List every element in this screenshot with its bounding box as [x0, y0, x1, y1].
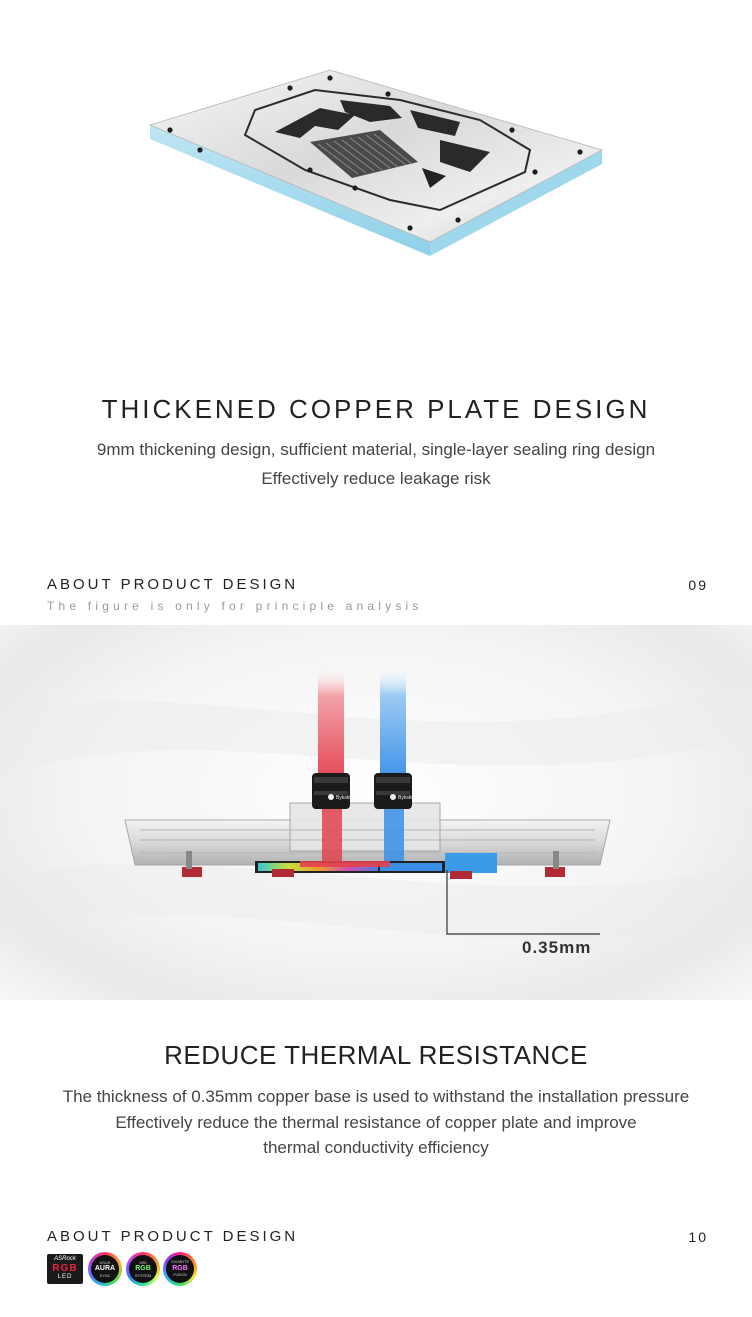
page-number: 09: [688, 577, 708, 593]
about-product-design-heading-2: ABOUT PRODUCT DESIGN: [47, 1228, 299, 1245]
page-number-2: 10: [688, 1229, 708, 1245]
fitting-brand-label-left: Bykski: [336, 795, 350, 801]
asrock-rgb-led-badge: ASRock RGB LED: [47, 1254, 83, 1284]
figure-caption: The figure is only for principle analysi…: [47, 599, 423, 613]
asus-aura-sync-badge: ASUS AURA SYNC: [88, 1252, 122, 1286]
section2-line-1: The thickness of 0.35mm copper base is u…: [62, 1087, 690, 1106]
section-title-thermal-resistance: REDUCE THERMAL RESISTANCE: [164, 1040, 588, 1070]
measurement-leader-line: [446, 870, 600, 935]
diagram-drawing: Bykski Bykski 0.35mm: [0, 665, 752, 957]
msi-rgb-system-badge: MSI RGB SYSTEM: [126, 1252, 160, 1286]
outlet-fitting: [374, 773, 412, 809]
thickness-measurement-label: 0.35mm: [522, 938, 591, 957]
section1-line-1: 9mm thickening design, sufficient materi…: [96, 440, 656, 459]
thermal-diagram: Bykski Bykski 0.35mm: [0, 625, 752, 1000]
hot-water-tube: [318, 665, 344, 785]
gigabyte-rgb-fusion-badge: GIGABYTE RGB FUSION: [163, 1252, 197, 1286]
section2-line-2: Effectively reduce the thermal resistanc…: [115, 1113, 637, 1132]
section2-line-3: thermal conductivity efficiency: [263, 1138, 489, 1157]
fin-array: [310, 130, 418, 178]
cold-water-tube: [380, 665, 406, 785]
section-title-copper-plate: THICKENED COPPER PLATE DESIGN: [101, 394, 651, 424]
copper-plate-image: [148, 69, 604, 256]
inlet-fitting: [312, 773, 350, 809]
about-product-design-heading: ABOUT PRODUCT DESIGN: [47, 576, 299, 593]
fitting-brand-label-right: Bykski: [398, 795, 412, 801]
section1-line-2: Effectively reduce leakage risk: [261, 469, 491, 488]
